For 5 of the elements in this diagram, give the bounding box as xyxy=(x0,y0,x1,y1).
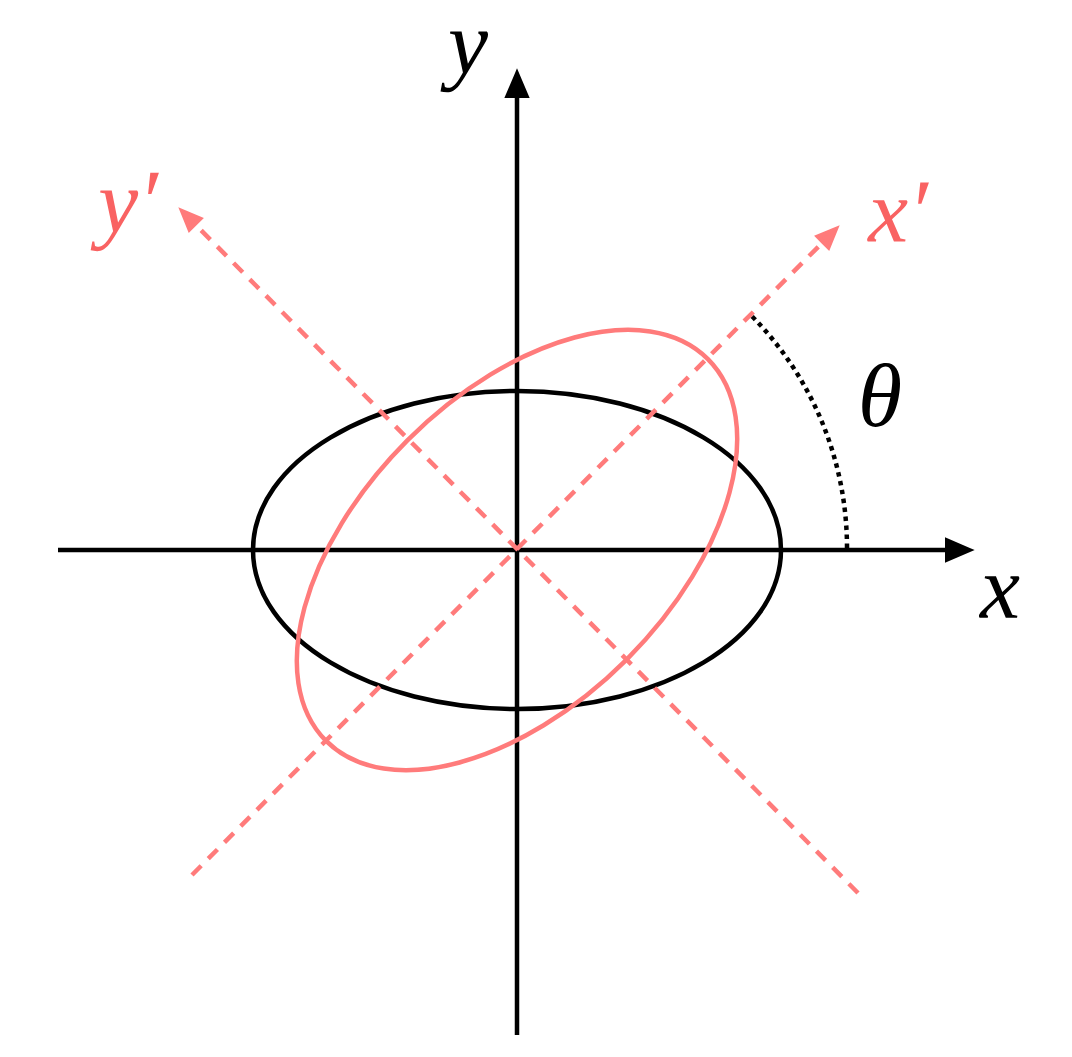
axis-label: x′ xyxy=(867,182,929,242)
axis-label: y xyxy=(440,31,488,93)
axis-label: θ xyxy=(862,363,900,427)
axis-label: y′ xyxy=(90,172,159,252)
axis-label: x xyxy=(978,576,1020,618)
